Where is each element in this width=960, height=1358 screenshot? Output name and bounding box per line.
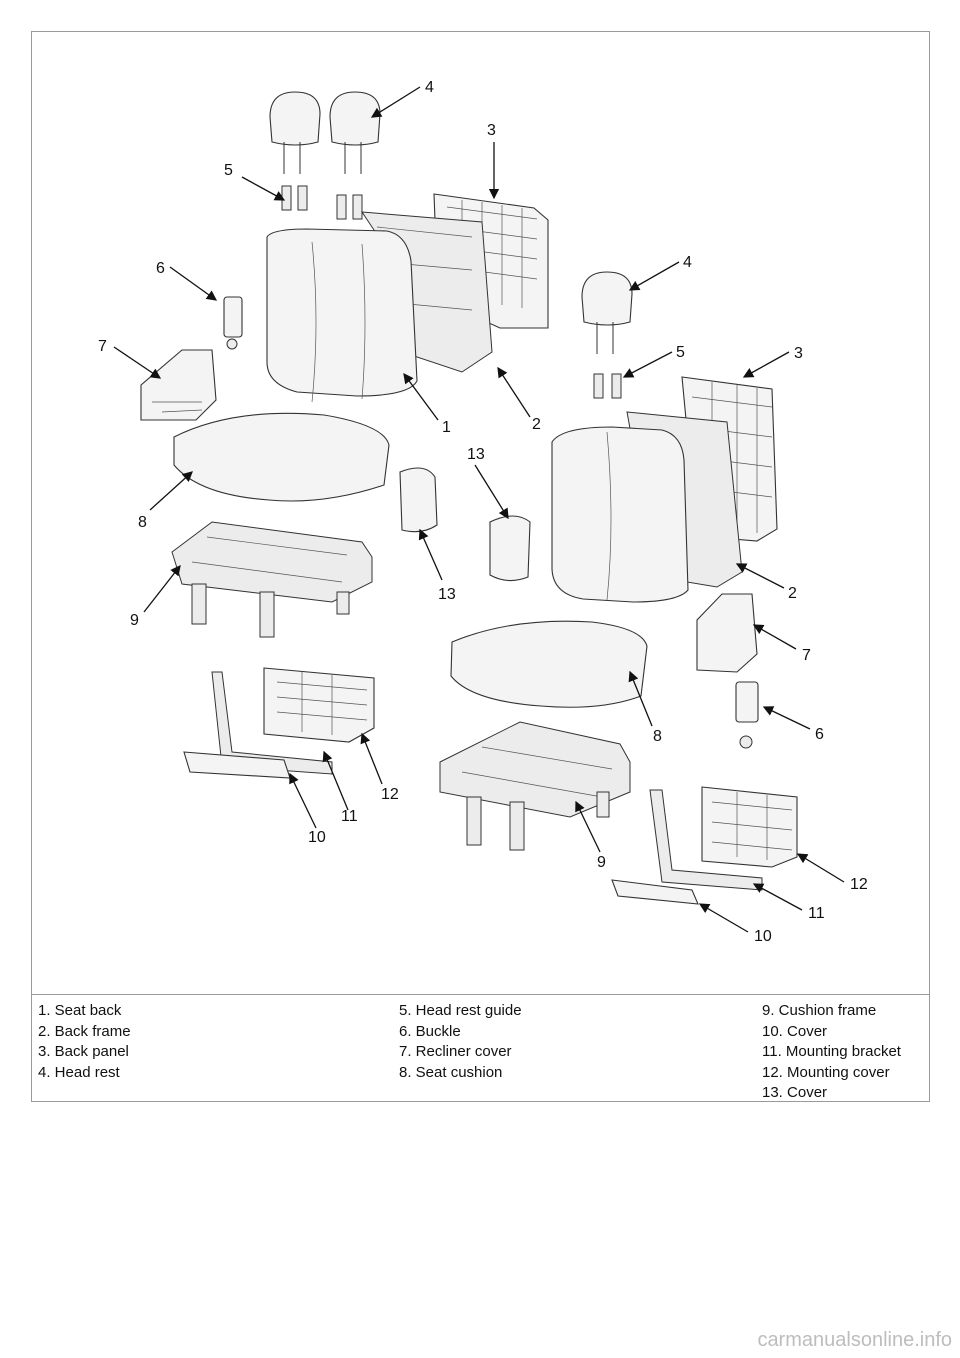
recliner-cover-left <box>140 349 217 421</box>
seat-back-left <box>266 228 418 403</box>
cushion-frame-left <box>171 521 373 638</box>
legend-item: 8. Seat cushion <box>399 1063 503 1081</box>
headrest-left-b <box>329 91 381 174</box>
callout-label: 3 <box>794 345 803 362</box>
headrest-right <box>581 271 633 354</box>
legend-item: 3. Back panel <box>38 1043 129 1060</box>
seat-cushion-left <box>173 412 390 502</box>
figure-frame: 4 3 5 6 4 7 5 3 1 2 13 8 13 2 9 7 8 6 12… <box>31 31 930 1102</box>
legend-item: 5. Head rest guide <box>399 1002 522 1019</box>
callout-label: 7 <box>802 647 811 664</box>
buckle-right <box>735 681 759 749</box>
callout-label: 10 <box>754 928 772 945</box>
callout-label: 12 <box>850 876 868 893</box>
callout-label: 13 <box>467 446 485 463</box>
cover-13-right <box>489 515 531 582</box>
legend-item: 2. Back frame <box>38 1022 131 1040</box>
seat-back-right <box>551 426 689 603</box>
callout-label: 2 <box>532 416 541 433</box>
callout-label: 2 <box>788 585 797 602</box>
callout-label: 6 <box>156 260 165 277</box>
cover-13-left <box>399 467 438 533</box>
parts-legend: 1. Seat back 2. Back frame 3. Back panel… <box>32 995 929 1101</box>
headrest-guides-right <box>593 373 622 399</box>
seat-cushion-right <box>450 620 648 708</box>
exploded-seat-diagram: 4 3 5 6 4 7 5 3 1 2 13 8 13 2 9 7 8 6 12… <box>32 32 929 995</box>
mounting-parts-right <box>611 786 798 905</box>
callout-label: 10 <box>308 829 326 846</box>
callout-label: 4 <box>425 79 434 96</box>
mounting-parts-left <box>183 667 375 779</box>
headrest-left-a <box>269 91 321 174</box>
callout-label: 8 <box>138 514 147 531</box>
callout-label: 5 <box>224 162 233 179</box>
callout-label: 11 <box>341 808 358 825</box>
recliner-cover-right <box>696 593 758 673</box>
cushion-frame-right <box>439 721 631 851</box>
callout-label: 6 <box>815 726 824 743</box>
legend-item: 13. Cover <box>762 1084 828 1101</box>
callout-label: 1 <box>442 419 451 436</box>
callout-label: 9 <box>597 854 606 871</box>
legend-item: 1. Seat back <box>38 1002 122 1019</box>
callout-label: 12 <box>381 786 399 803</box>
callout-label: 9 <box>130 612 139 629</box>
callout-label: 5 <box>676 344 685 361</box>
diagram-svg: 4 3 5 6 4 7 5 3 1 2 13 8 13 2 9 7 8 6 12… <box>98 79 868 945</box>
legend-item: 10. Cover <box>762 1022 828 1040</box>
callout-label: 13 <box>438 586 456 603</box>
headrest-guides-left <box>281 185 363 220</box>
legend-item: 7. Recliner cover <box>399 1043 512 1060</box>
legend-column-2: 5. Head rest guide 6. Buckle 7. Recliner… <box>399 1001 522 1083</box>
legend-item: 12. Mounting cover <box>762 1063 890 1081</box>
callout-label: 11 <box>808 905 825 922</box>
legend-item: 4. Head rest <box>38 1063 120 1081</box>
leader-lines <box>113 86 845 933</box>
legend-column-1: 1. Seat back 2. Back frame 3. Back panel… <box>38 1001 131 1083</box>
callout-label: 8 <box>653 728 662 745</box>
buckle-left <box>223 296 243 350</box>
legend-item: 11. Mounting bracket <box>762 1043 901 1060</box>
watermark: carmanualsonline.info <box>757 1329 952 1351</box>
callout-label: 3 <box>487 122 496 139</box>
legend-column-3: 9. Cushion frame 10. Cover 11. Mounting … <box>762 1001 901 1104</box>
legend-item: 9. Cushion frame <box>762 1002 877 1019</box>
legend-item: 6. Buckle <box>399 1022 461 1040</box>
callout-label: 4 <box>683 254 692 271</box>
callout-label: 7 <box>98 338 107 355</box>
